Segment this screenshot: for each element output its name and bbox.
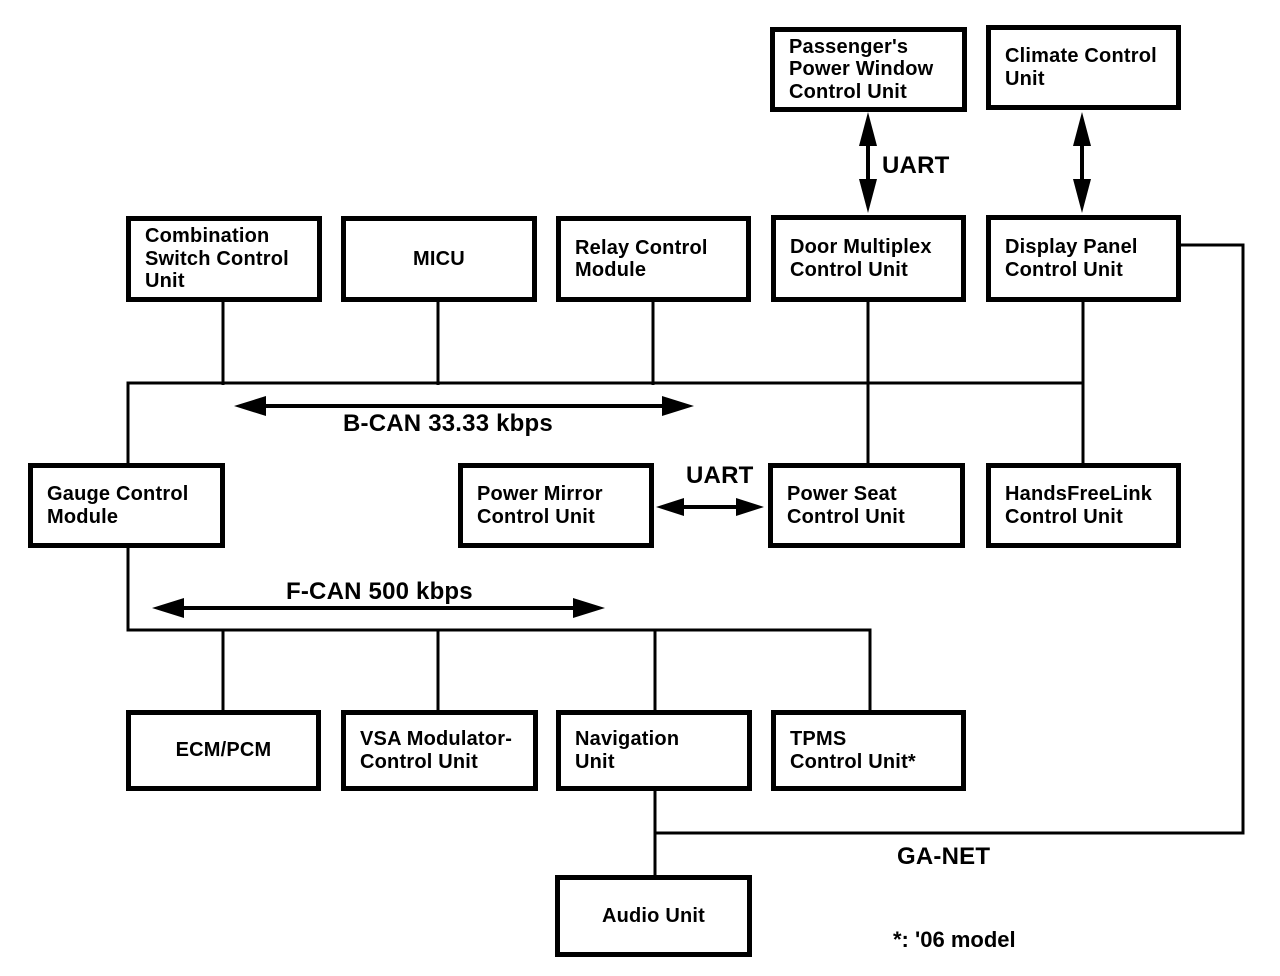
uart-vertical-arrow-left — [859, 112, 877, 213]
node-label: MICU — [413, 247, 465, 270]
node-door-multiplex: Door Multiplex Control Unit — [771, 215, 966, 302]
f-can-arrow — [152, 598, 605, 618]
node-label: Navigation Unit — [575, 728, 680, 773]
node-climate-control: Climate Control Unit — [986, 25, 1181, 110]
uart-vertical-arrow-right — [1073, 112, 1091, 213]
node-audio: Audio Unit — [555, 875, 752, 957]
node-power-mirror: Power Mirror Control Unit — [458, 463, 654, 548]
node-label: Gauge Control Module — [47, 483, 189, 528]
label-ga-net: GA-NET — [897, 843, 991, 870]
node-label: Audio Unit — [601, 904, 706, 927]
node-label: Combination Switch Control Unit — [145, 225, 289, 293]
node-vsa-modulator: VSA Modulator- Control Unit — [341, 710, 538, 791]
node-label: Relay Control Module — [575, 236, 708, 281]
ga-net-line — [655, 243, 1245, 835]
label-f-can-bus: F-CAN 500 kbps — [286, 578, 473, 605]
node-power-seat: Power Seat Control Unit — [768, 463, 965, 548]
footnote-06-model: *: '06 model — [893, 927, 1016, 952]
node-micu: MICU — [341, 216, 537, 302]
node-passenger-power-window: Passenger's Power Window Control Unit — [770, 27, 967, 112]
node-label: Passenger's Power Window Control Unit — [789, 35, 934, 103]
node-ecm-pcm: ECM/PCM — [126, 710, 321, 791]
node-combination-switch: Combination Switch Control Unit — [126, 216, 322, 302]
node-tpms: TPMS Control Unit* — [771, 710, 966, 791]
node-navigation: Navigation Unit — [556, 710, 752, 791]
label-uart-mirror: UART — [686, 462, 754, 489]
node-label: Door Multiplex Control Unit — [790, 236, 932, 281]
node-gauge-control: Gauge Control Module — [28, 463, 225, 548]
label-b-can-bus: B-CAN 33.33 kbps — [343, 410, 553, 437]
node-label: TPMS Control Unit* — [790, 728, 916, 773]
b-can-arrow — [234, 396, 694, 416]
node-label: Display Panel Control Unit — [1005, 236, 1138, 281]
uart-horizontal-arrow — [656, 498, 764, 516]
node-label: Power Mirror Control Unit — [477, 483, 603, 528]
node-label: VSA Modulator- Control Unit — [360, 728, 513, 773]
node-label: Climate Control Unit — [1005, 45, 1157, 90]
label-uart-window: UART — [882, 152, 950, 179]
node-display-panel: Display Panel Control Unit — [986, 215, 1181, 302]
node-relay-control: Relay Control Module — [556, 216, 751, 302]
node-label: ECM/PCM — [175, 739, 272, 762]
node-label: Power Seat Control Unit — [787, 483, 905, 528]
node-handsfreelink: HandsFreeLink Control Unit — [986, 463, 1181, 548]
node-label: HandsFreeLink Control Unit — [1005, 483, 1153, 528]
